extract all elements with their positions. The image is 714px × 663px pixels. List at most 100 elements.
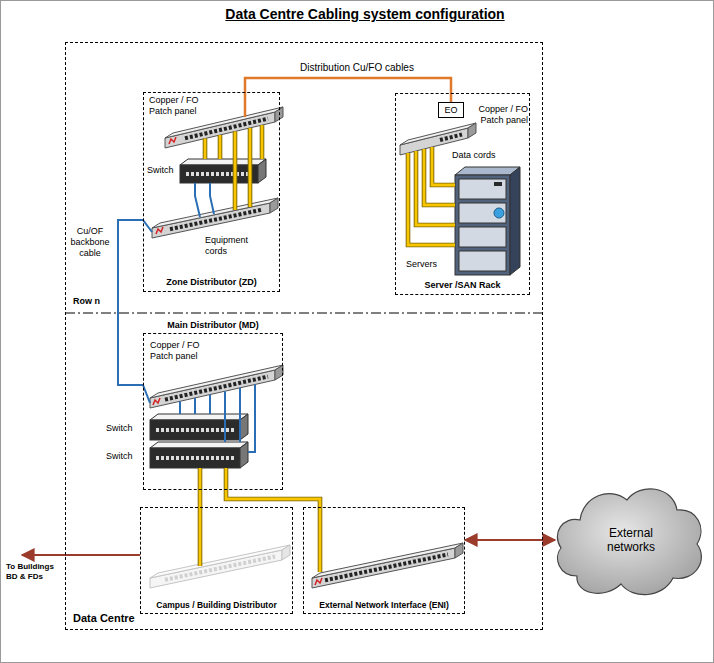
patch-panel-side <box>282 545 290 560</box>
panel-logo <box>315 578 322 585</box>
part-label: Row n <box>73 296 100 307</box>
server-unit <box>459 203 506 223</box>
switch-top <box>150 442 248 448</box>
cable-connector <box>226 490 320 507</box>
server-indicator <box>494 182 502 186</box>
panel-ports <box>440 135 462 141</box>
part-label: Copper / FO Patch panel <box>470 104 528 126</box>
equipment-cord <box>234 132 237 211</box>
box-title: Zone Distributor (ZD) <box>166 277 257 288</box>
cord-outline <box>198 468 203 490</box>
label-holder: Equipment cords <box>205 235 261 257</box>
equipment-cord <box>195 183 200 217</box>
panel-ports <box>170 210 262 230</box>
patch-panel-top <box>152 198 278 228</box>
panel-ports <box>165 557 275 580</box>
equipment-cord <box>249 128 252 207</box>
patch-panel-side <box>468 123 476 138</box>
box-title: Server /SAN Rack <box>424 280 500 291</box>
cable-connector <box>199 490 202 507</box>
panel-ports <box>165 377 268 400</box>
patch-panel-top <box>400 123 476 145</box>
label-holder: Servers <box>406 259 437 270</box>
label-holder: Distribution Cu/FO cables <box>300 62 414 74</box>
server-unit <box>459 251 506 271</box>
server-unit <box>459 179 506 199</box>
equipment-outlet: EO <box>438 102 464 118</box>
edge-label: Distribution Cu/FO cables <box>300 62 414 74</box>
switch-front <box>150 420 240 440</box>
equipment-cord <box>210 183 214 214</box>
equipment-cord <box>194 398 196 414</box>
label-holder: Copper / FO Patch panel <box>150 340 208 362</box>
part-label: Copper / FO Patch panel <box>149 95 207 117</box>
equipment-cord <box>225 468 228 490</box>
label-holder: Copper / FO Patch panel <box>470 104 528 126</box>
data-cord <box>416 151 455 225</box>
cable-connector <box>465 539 555 541</box>
equipment-cord <box>319 507 322 572</box>
data-cord <box>432 147 455 185</box>
row-divider <box>65 313 543 314</box>
equipment-cord <box>179 401 181 414</box>
switch-ports <box>156 428 234 432</box>
server-rack-front <box>455 175 510 275</box>
edge-label: Cu/OF backbone cable <box>66 226 114 258</box>
diagram-title: Data Centre Cabling system configuration <box>150 6 580 23</box>
part-label: Servers <box>406 259 437 270</box>
patch-panel-top <box>150 545 290 578</box>
patch-panel-side <box>275 107 283 122</box>
label-holder: Row n <box>73 296 100 307</box>
building-arrow <box>22 554 140 556</box>
part-label: To Buildings BD & FDs <box>6 562 66 581</box>
cord-outline <box>233 132 238 211</box>
part-label: Switch <box>106 423 133 434</box>
equipment-cord <box>239 388 241 442</box>
equipment-cord <box>199 468 202 490</box>
panel-ports <box>325 555 448 581</box>
cord-outline <box>318 507 323 572</box>
equipment-cord <box>248 385 255 453</box>
patch-panel-side <box>455 543 463 558</box>
part-label: Data cords <box>452 150 496 161</box>
switch-ports <box>186 172 252 176</box>
cord-outline <box>432 147 455 185</box>
network-interface-box: External Network Interface (ENI) <box>303 507 465 614</box>
panel-logo <box>169 137 176 144</box>
cord-outline <box>203 139 208 160</box>
cord-outline <box>424 149 455 205</box>
box-title: External Network Interface (ENI) <box>319 600 448 610</box>
switch-side <box>240 414 248 440</box>
switch-side <box>258 159 266 183</box>
patch-panel-top <box>150 365 283 398</box>
server-rack-top <box>455 167 520 175</box>
building-distributor-box: Campus / Building Distributor <box>140 507 293 614</box>
backbone-tail <box>143 385 150 403</box>
patch-panel-front <box>312 548 455 588</box>
label-holder: Data cords <box>452 150 496 161</box>
equipment-cord <box>209 395 211 414</box>
part-label: Equipment cords <box>205 235 261 257</box>
data-centre-area: Data CentreZone Distributor (ZD)Server /… <box>65 42 543 630</box>
switch-front <box>180 165 258 183</box>
backbone-tail <box>143 220 152 232</box>
server-unit <box>459 227 506 247</box>
label-holder: Switch <box>106 451 133 462</box>
title-holder: Data Centre Cabling system configuration <box>150 6 580 23</box>
patch-panel-side <box>275 365 283 380</box>
cloud-label: External networks <box>595 526 667 555</box>
cord-outline <box>224 468 229 490</box>
cord-outline <box>218 135 223 159</box>
cord-outline <box>248 128 253 207</box>
switch-top <box>180 159 266 165</box>
switch-top <box>150 414 248 420</box>
panel-logo <box>156 227 163 234</box>
panel-ports <box>185 119 268 139</box>
part-label: Switch <box>106 451 133 462</box>
box-title: Campus / Building Distributor <box>156 600 276 610</box>
globe-icon <box>494 208 504 218</box>
switch-side <box>240 442 248 468</box>
